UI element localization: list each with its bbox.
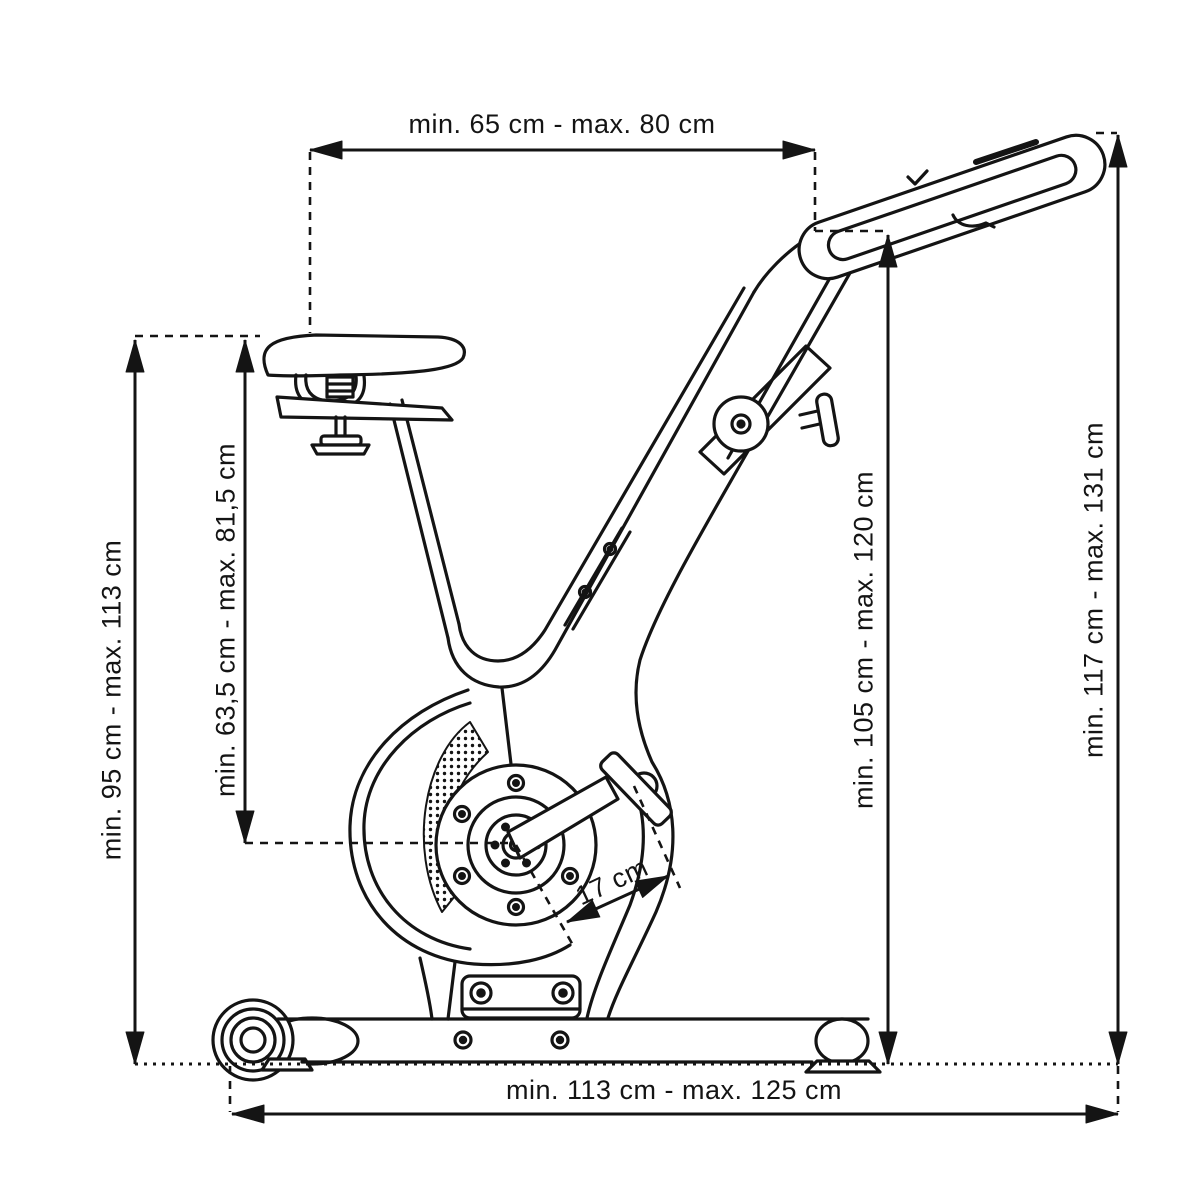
mounting-plate — [460, 974, 582, 1020]
base — [211, 956, 882, 1082]
dim-label-top-width: min. 65 cm - max. 80 cm — [408, 109, 716, 139]
front-foot-pad — [260, 1057, 314, 1072]
handlebar-clip — [951, 213, 996, 229]
handlebar — [797, 133, 1107, 281]
dim-label-left-inner: min. 63,5 cm - max. 81,5 cm — [210, 442, 241, 798]
adjustment-knob-frame — [798, 392, 840, 448]
frame — [388, 236, 864, 1020]
rear-foot-pad — [804, 1059, 882, 1074]
crank-arm — [506, 775, 620, 860]
crank-assembly — [434, 751, 673, 927]
dim-label-right-outer: min. 117 cm - max. 131 cm — [1078, 421, 1109, 759]
reference-lines — [135, 131, 1120, 1112]
frame-panel — [698, 344, 840, 476]
saddle — [262, 333, 466, 456]
dim-label-right-inner: min. 105 cm - max. 120 cm — [848, 470, 879, 810]
rear-foot — [814, 1017, 870, 1065]
dimension-lines — [125, 134, 1128, 1124]
saddle-adjust-knob — [310, 415, 371, 456]
dim-label-left-outer: min. 95 cm - max. 113 cm — [96, 539, 127, 861]
dimension-line-crank-length — [566, 874, 669, 924]
dim-label-bottom-length: min. 113 cm - max. 125 cm — [505, 1075, 843, 1105]
